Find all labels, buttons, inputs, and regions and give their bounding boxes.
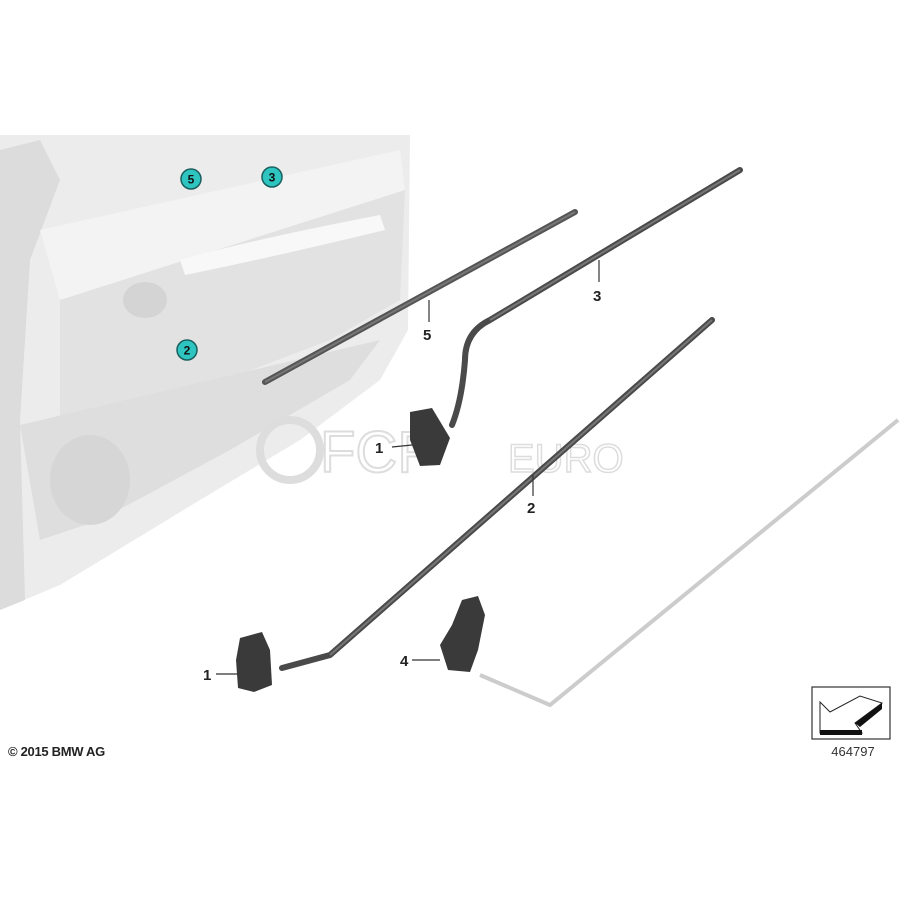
- callout-2: 2: [176, 339, 198, 361]
- reference-number: 464797: [831, 744, 875, 759]
- leader-lines: [216, 260, 600, 675]
- copyright-text: © 2015 BMW AG: [8, 744, 105, 759]
- callout-5: 5: [180, 168, 202, 190]
- callout-label: 5: [188, 173, 195, 187]
- label-clip-lower: 1: [203, 667, 211, 684]
- label-seal-2: 2: [527, 500, 535, 517]
- callout-3: 3: [261, 166, 283, 188]
- clip-upper: [410, 408, 450, 466]
- seal-2: [279, 317, 715, 671]
- seal-5: [262, 209, 578, 385]
- holder-4: [440, 596, 485, 672]
- orientation-arrow-icon: [811, 686, 891, 740]
- door-panel-illustration: [0, 135, 410, 610]
- label-holder-4: 4: [400, 653, 409, 670]
- label-seal-5: 5: [423, 327, 431, 344]
- seal-3: [449, 167, 743, 428]
- callout-label: 2: [184, 344, 191, 358]
- callout-label: 3: [269, 171, 276, 185]
- light-seal-strip: [479, 418, 900, 708]
- label-clip-upper: 1: [375, 440, 383, 457]
- watermark-sub: EURO: [508, 437, 624, 481]
- label-seal-3: 3: [593, 288, 601, 305]
- clip-lower: [236, 632, 272, 692]
